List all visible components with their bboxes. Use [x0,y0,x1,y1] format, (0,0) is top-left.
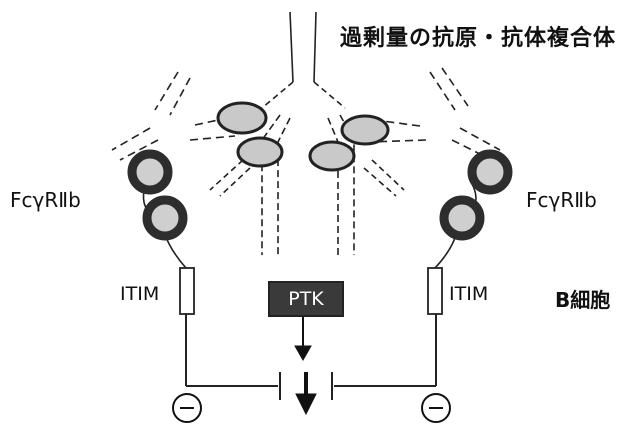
ptk-label: PTK [288,288,324,310]
antigen-1 [216,101,268,135]
minus-icon-right [421,393,451,423]
inhibition-markers [172,393,451,423]
ptk-arrows [294,316,317,416]
itim-box-left [179,267,195,315]
inhibitory-signal-lines [185,314,437,400]
ptk-box: PTK [268,281,344,317]
receptor-domains [127,149,513,241]
antigen-2 [236,136,284,168]
antigen-complexes [216,101,390,172]
receptor-right-lower [439,195,485,241]
diagram-title: 過剰量の抗原・抗体複合体 [340,26,617,51]
receptor-right-upper [467,149,513,195]
receptor-left-upper [127,149,173,195]
itim-label-right: ITIM [449,283,489,305]
receptor-label-left: FcγRⅡb [10,188,81,212]
itim-box-right [427,267,443,315]
receptor-label-right: FcγRⅡb [526,188,597,212]
antibody-arms-right [359,67,501,161]
antigen-3 [340,114,390,146]
antigen-4 [308,140,356,172]
receptor-left-lower [142,195,188,241]
cell-label: B細胞 [555,288,611,312]
minus-icon-left [172,393,202,423]
itim-label-left: ITIM [120,283,160,305]
